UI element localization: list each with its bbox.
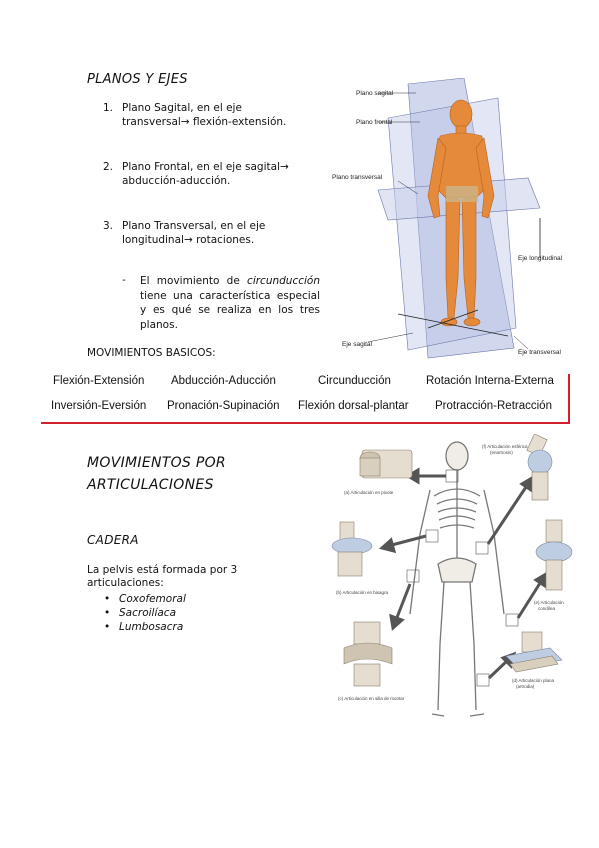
- label-eje-sagital: Eje sagital: [342, 341, 373, 348]
- label-plana-1: (d) Articulación plana: [512, 678, 555, 683]
- pelvis-intro: La pelvis está formada por 3 articulacio…: [87, 564, 238, 589]
- movement-cell: Flexión dorsal-plantar: [298, 400, 409, 412]
- table-border-right: [568, 374, 570, 424]
- label-condilea-2: condílea: [538, 606, 556, 611]
- anatomical-planes-figure: Plano sagital Plano frontal Plano transv…: [332, 78, 563, 359]
- movement-cell: Abducción-Aducción: [171, 375, 276, 387]
- movement-cell: Circunducción: [318, 375, 391, 387]
- pelvis-joints-list: Coxofemoral Sacroilíaca Lumbosacra: [90, 592, 186, 634]
- list-item: Sacroilíaca: [90, 606, 186, 620]
- label-plano-frontal: Plano frontal: [356, 119, 393, 126]
- label-bisagra: (b) Articulación en bisagra: [336, 590, 389, 595]
- movements-table: Flexión-Extensión Abducción-Aducción Cir…: [44, 370, 570, 422]
- label-eje-transversal: Eje transversal: [518, 349, 562, 356]
- saddle-joint-icon: [343, 621, 393, 687]
- plane-joint-icon: [505, 631, 563, 673]
- section-heading-planos: PLANOS Y EJES: [87, 72, 188, 87]
- circunduccion-note: El movimiento de circunducción tiene una…: [140, 275, 320, 331]
- joint-arrows: [378, 467, 548, 680]
- label-condilea-1: (e) Articulación: [534, 600, 564, 605]
- movement-cell: Pronación-Supinación: [167, 400, 280, 412]
- note-dash: -: [122, 274, 126, 286]
- ball-socket-joint-icon: [526, 434, 553, 501]
- label-plana-2: (artrodia): [516, 684, 535, 689]
- list-item: Coxofemoral: [90, 592, 186, 606]
- label-silla: (c) Articulación en silla de montar: [338, 696, 405, 701]
- skeleton-icon: [409, 441, 505, 717]
- section-heading-articulaciones: MOVIMIENTOS POR ARTICULACIONES: [87, 455, 226, 493]
- label-pivote: (a) Articulación en pivote: [344, 490, 394, 495]
- sagittal-plane-shape: [407, 78, 515, 359]
- hinge-joint-icon: [331, 521, 373, 577]
- label-plano-sagital: Plano sagital: [356, 90, 394, 97]
- trunks-shape: [446, 186, 478, 202]
- label-esferica-1: (f) Articulación esférica: [482, 444, 528, 449]
- list-item: Lumbosacra: [90, 620, 186, 634]
- transverse-axis-line: [397, 313, 509, 337]
- pivot-joint-icon: [359, 449, 413, 479]
- movements-heading: MOVIMIENTOS BASICOS:: [87, 347, 216, 359]
- label-eje-longitudinal: Eje longitudinal: [518, 255, 563, 262]
- movement-cell: Inversión-Eversión: [51, 400, 147, 412]
- joints-skeleton-figure: (a) Articulación en pivote (b) Articulac…: [331, 434, 573, 717]
- sagittal-axis-line: [427, 309, 479, 329]
- movement-cell: Protracción-Retracción: [435, 400, 552, 412]
- subheading-cadera: CADERA: [87, 533, 139, 547]
- label-plano-transversal: Plano transversal: [332, 174, 383, 181]
- label-esferica-2: (enartrosis): [490, 450, 513, 455]
- movement-cell: Flexión-Extensión: [53, 375, 145, 387]
- table-border-bottom: [41, 422, 570, 424]
- condyloid-joint-icon: [535, 519, 573, 591]
- human-figure-icon: [427, 99, 495, 327]
- movement-cell: Rotación Interna-Externa: [426, 375, 554, 387]
